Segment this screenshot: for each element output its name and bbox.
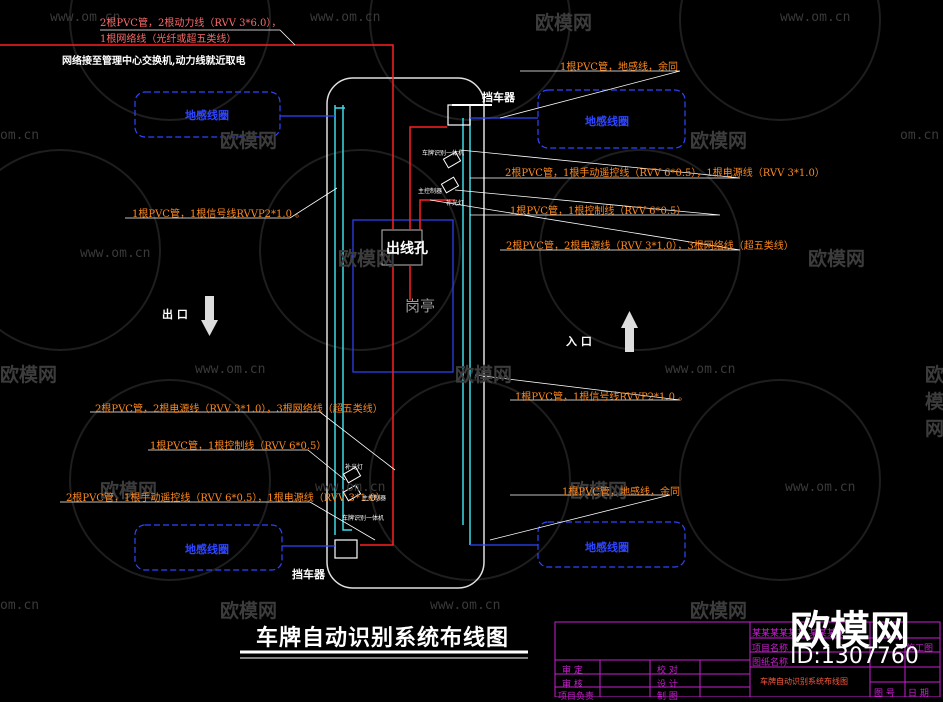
tb-cell: 项目负责 (558, 692, 595, 702)
watermark-site: www.om.cn (310, 10, 381, 25)
ground-loop-label: 地感线圈 (585, 541, 629, 554)
island-outline (326, 77, 485, 589)
watermark-logo: 欧模网 (0, 364, 58, 386)
entry-arrow (621, 311, 638, 352)
device-label-upper: 车牌识别一体机 (422, 150, 465, 157)
tb-cell: 制 图 (657, 692, 678, 702)
leader-lines (60, 29, 741, 541)
watermark-site: www.om.cn (195, 362, 266, 377)
watermark-site: www.om.cn (50, 10, 121, 25)
exit-label: 出 口 (162, 308, 188, 321)
note-right-ground: 1根PVC管，地感线，余同 (560, 62, 678, 73)
watermark-site: www.om.cn (780, 10, 851, 25)
title-block-name: 车牌自动识别系统布线图 (760, 677, 848, 686)
barrier-upper (447, 104, 471, 126)
light-label-lower: 补光灯 (345, 464, 364, 471)
tb-cell: 设 计 (657, 680, 678, 690)
ground-loop-label: 地感线圈 (185, 543, 229, 556)
light-label-upper: 补光灯 (446, 200, 465, 207)
watermark-site: www.om.cn (80, 246, 151, 261)
title-block-project: 项目名称 (752, 644, 789, 654)
exit-arrow (201, 296, 218, 336)
note-right-power-network: 2根PVC管，2根电源线（RVV 3*1.0），3根网络线（超五类线） (506, 241, 794, 252)
watermark-logo: 欧模网 (220, 130, 278, 152)
controller-label-lower: 主控制器 (362, 495, 387, 502)
note-right-power-control: 2根PVC管，1根手动遥控线（RVV 6*0.5），1根电源线（RVV 3*1.… (505, 168, 825, 179)
ground-loop-label: 地感线圈 (585, 115, 629, 128)
watermark-site: www.om.cn (315, 480, 386, 495)
note-left-power-control: 2根PVC管，1根手动遥控线（RVV 6*0.5），1根电源线（RVV 3*1.… (66, 493, 386, 504)
tb-cell: 日 期 (908, 689, 929, 699)
booth-outline (352, 219, 454, 373)
watermark-logo: 欧模网 (100, 480, 158, 502)
loop-leads (280, 115, 538, 547)
cyan-cables (334, 105, 471, 545)
watermark-logo: 欧模网 (925, 364, 943, 440)
barrier-lower (334, 539, 358, 559)
watermark-logo: 欧模网 (570, 480, 628, 502)
cable-hole-box (381, 229, 423, 266)
note-left-power-network: 2根PVC管，2根电源线（RVV 3*1.0），3根网络线（超五类线） (95, 404, 383, 415)
red-cables (0, 44, 455, 546)
watermark-logo: 欧模网 (808, 248, 866, 270)
cable-hole-label: 出线孔 (386, 241, 428, 257)
note-top-line2: 1根网络线（光纤或超五类线） (100, 34, 237, 45)
tb-cell: 审 核 (562, 680, 583, 690)
brand-logo: 欧模网 (790, 608, 910, 654)
watermark-logo: 欧模网 (338, 248, 396, 270)
title-block-stamp: 施工图 (906, 644, 934, 654)
barrier-label-left: 挡车器 (292, 568, 325, 581)
note-right-signal: 1根PVC管，1根信号线RVVP2*1.0 。 (515, 392, 689, 403)
drawing-title: 车牌自动识别系统布线图 (256, 626, 510, 651)
title-block-drawing: 图纸名称 (752, 658, 789, 668)
title-block-company: 某某某某某某 某某某某 (752, 629, 845, 639)
watermark-logo: 欧模网 (690, 600, 748, 622)
ground-loop-label: 地感线圈 (185, 109, 229, 122)
watermark-site: om.cn (0, 598, 40, 613)
controller-label-upper: 主控制器 (418, 188, 443, 195)
brand-id: ID:1307760 (790, 644, 919, 669)
device-label-lower: 车牌识别一体机 (342, 515, 385, 522)
tb-cell: 审 定 (562, 666, 583, 676)
ground-loops (134, 89, 686, 571)
watermark-site: om.cn (0, 128, 40, 143)
watermark-logo: 欧模网 (220, 600, 278, 622)
watermark-logo: 欧模网 (455, 364, 513, 386)
note-left-control: 1根PVC管，1根控制线（RVV 6*0.5） (150, 441, 327, 452)
note-right-control: 1根PVC管，1根控制线（RVV 6*0.5） (510, 206, 687, 217)
note-right-ground-bottom: 1根PVC管，地感线，余同 (562, 487, 680, 498)
entry-label: 入 口 (566, 335, 592, 348)
watermark-site: www.om.cn (430, 598, 501, 613)
watermark-logo: 欧模网 (690, 130, 748, 152)
tb-cell: 校 对 (657, 666, 678, 676)
note-top-line1: 2根PVC管，2根动力线（RVV 3*6.0）， (100, 18, 282, 29)
watermark-logo: 欧模网 (535, 12, 593, 34)
barrier-label-right: 挡车器 (482, 91, 515, 104)
title-block-grid (554, 621, 941, 697)
watermark-site: www.om.cn (785, 480, 856, 495)
device-boxes (342, 151, 462, 502)
note-top-line3: 网络接至管理中心交换机,动力线就近取电 (62, 56, 246, 67)
watermark-site: om.cn (900, 128, 940, 143)
tb-cell: 图 号 (874, 689, 895, 699)
watermark-site: www.om.cn (665, 362, 736, 377)
booth-label: 岗亭 (405, 297, 436, 315)
note-left-signal: 1根PVC管，1根信号线RVVP2*1.0 。 (132, 209, 306, 220)
